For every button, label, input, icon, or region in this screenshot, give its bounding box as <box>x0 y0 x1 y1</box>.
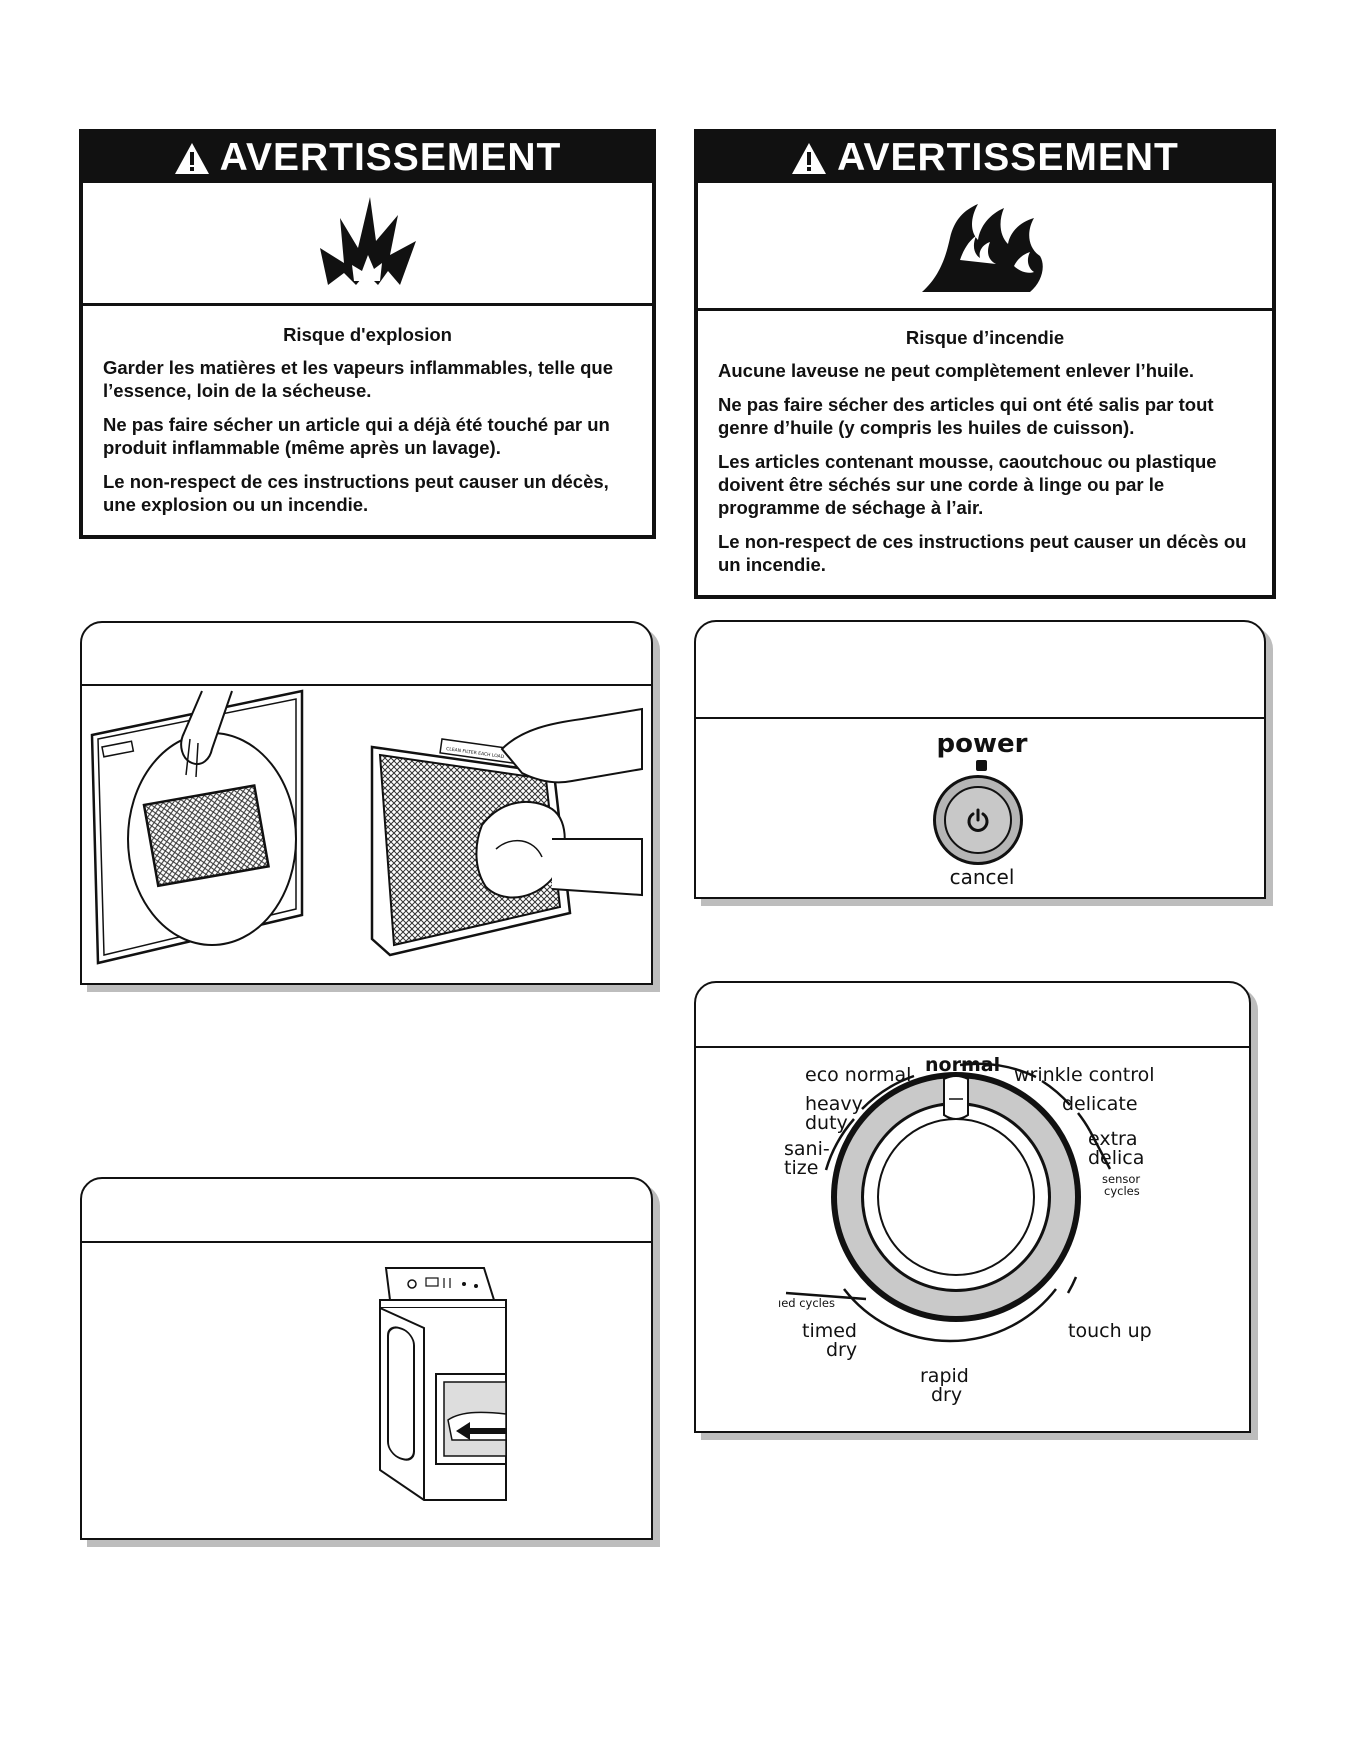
panel-header <box>82 1179 651 1243</box>
sensor-cycles-label-line1: sensor <box>1102 1172 1141 1186</box>
cancel-label: cancel <box>949 865 1015 889</box>
cycle-heavy-duty-line1[interactable]: heavy <box>805 1093 863 1115</box>
load-dryer-panel <box>80 1177 653 1540</box>
warning-paragraph: Aucune laveuse ne peut complètement enle… <box>718 360 1195 381</box>
panel-header <box>82 623 651 686</box>
explosion-icon <box>319 197 416 285</box>
cycle-dial-panel: eco normal normal wrinkle control heavy … <box>694 981 1251 1433</box>
cycle-delicate[interactable]: delicate <box>1062 1093 1138 1115</box>
lint-filter-illustration: CLEAN FILTER EACH LOAD <box>90 689 643 965</box>
warning-paragraph: Ne pas faire sécher un article qui a déj… <box>103 414 610 458</box>
warning-body: Risque d'explosion Garder les matières e… <box>83 306 652 537</box>
cycle-wrinkle-control[interactable]: wrinkle control <box>1014 1064 1155 1086</box>
power-button[interactable] <box>933 775 1023 865</box>
cycle-rapid-dry-line1[interactable]: rapid <box>920 1365 969 1387</box>
warning-paragraph: Les articles contenant mousse, caoutchou… <box>718 451 1217 518</box>
cycle-touch-up[interactable]: touch up <box>1068 1320 1152 1342</box>
warning-subtitle: Risque d'explosion <box>283 324 452 345</box>
warning-paragraph: Garder les matières et les vapeurs infla… <box>103 357 614 401</box>
warning-title: AVERTISSEMENT <box>837 136 1179 179</box>
panel-header <box>696 983 1249 1048</box>
warning-triangle-icon <box>792 142 827 174</box>
warning-fire-box: AVERTISSEMENT Risque d’incendie Aucune l… <box>694 129 1276 599</box>
power-icon <box>967 808 989 832</box>
power-label: power <box>936 729 1028 759</box>
lint-filter-panel: CLEAN FILTER EACH LOAD <box>80 621 653 985</box>
control-knob-icon <box>407 1279 417 1289</box>
cycle-sanitize-line2[interactable]: tize <box>784 1157 819 1179</box>
cycle-extra-delicate-line1[interactable]: extra <box>1088 1128 1138 1150</box>
cycle-normal[interactable]: normal <box>925 1054 1001 1076</box>
cycle-eco-normal[interactable]: eco normal <box>805 1064 912 1086</box>
warning-triangle-icon <box>174 142 209 174</box>
cycle-sanitize-line1[interactable]: sani- <box>784 1138 830 1160</box>
warning-subtitle: Risque d’incendie <box>905 327 1065 348</box>
cycle-timed-dry-line1[interactable]: timed <box>802 1320 857 1342</box>
sensor-cycles-label-line2: cycles <box>1104 1184 1140 1198</box>
dryer-illustration <box>379 1267 507 1501</box>
panel-header <box>696 622 1264 719</box>
cycle-selector-knob[interactable] <box>696 1049 1253 1435</box>
power-panel: power cancel <box>694 620 1266 899</box>
timed-cycles-label: ıed cycles <box>778 1296 835 1310</box>
fire-icon <box>922 203 1043 292</box>
warning-paragraph: Le non-respect de ces instructions peut … <box>103 471 609 515</box>
cycle-extra-delicate-line2[interactable]: delica <box>1088 1147 1145 1169</box>
cycle-timed-dry-line2[interactable]: dry <box>826 1339 858 1361</box>
warning-title: AVERTISSEMENT <box>219 136 562 179</box>
fire-pictogram <box>698 183 1272 311</box>
explosion-pictogram <box>83 183 652 306</box>
power-indicator-light <box>976 760 987 771</box>
warning-header: AVERTISSEMENT <box>83 133 652 183</box>
cycle-rapid-dry-line2[interactable]: dry <box>931 1384 963 1406</box>
warning-body: Risque d’incendie Aucune laveuse ne peut… <box>698 311 1272 597</box>
warning-paragraph: Ne pas faire sécher des articles qui ont… <box>718 394 1214 438</box>
warning-paragraph: Le non-respect de ces instructions peut … <box>718 531 1247 575</box>
warning-explosion-box: AVERTISSEMENT Risque d'explosion Garder … <box>79 129 656 539</box>
warning-header: AVERTISSEMENT <box>698 133 1272 183</box>
cycle-heavy-duty-line2[interactable]: duty <box>805 1112 848 1134</box>
